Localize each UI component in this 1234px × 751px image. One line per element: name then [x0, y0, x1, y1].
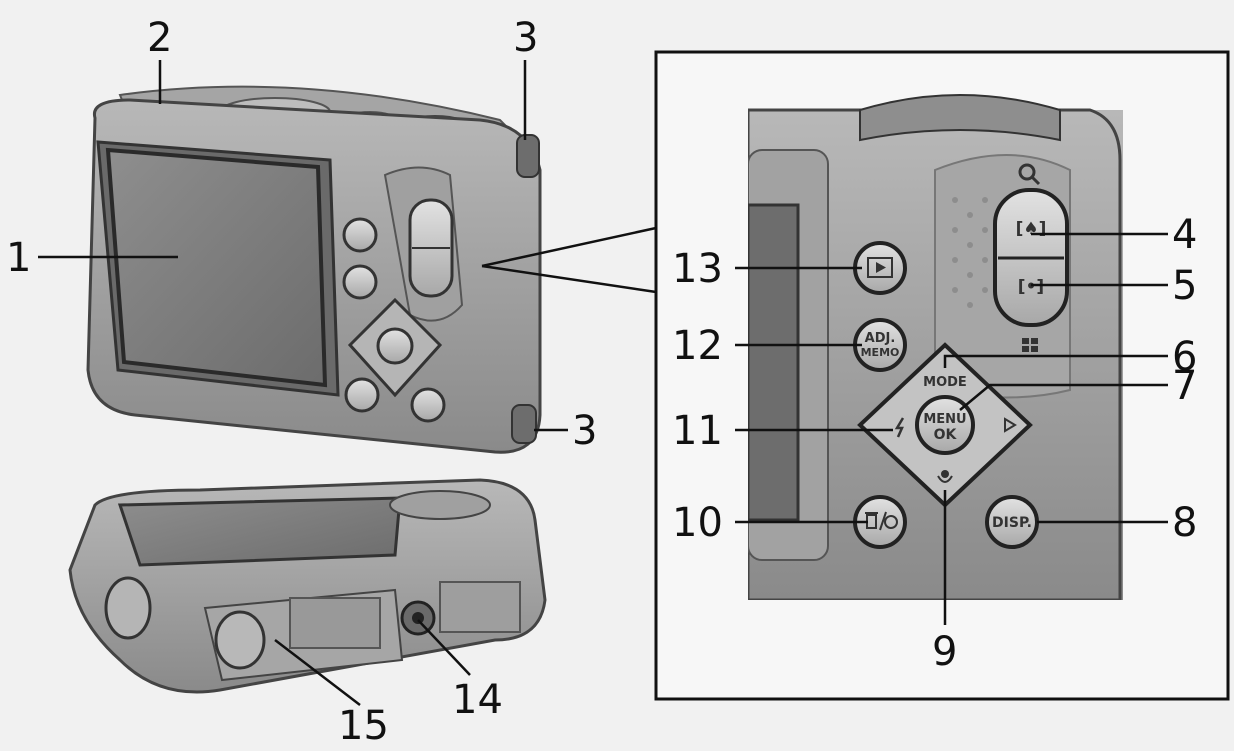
- menu-ok-button: [915, 395, 975, 455]
- zoom-connector: [481, 226, 657, 294]
- magnifier-icon: [1018, 163, 1041, 186]
- leader-7: [959, 383, 1168, 411]
- leader-15: [274, 639, 361, 706]
- strap-eyelet-bottom: [511, 404, 537, 444]
- ok-label: OK: [934, 427, 958, 443]
- callout-3-top: 3: [513, 15, 539, 61]
- zoom-detail: [♠] [•] ADJ. MEMO MODE MENU: [654, 50, 1230, 701]
- callout-1: 1: [6, 235, 32, 281]
- mode-label: MODE: [923, 375, 967, 390]
- bottom-lcd: [117, 496, 402, 567]
- delete-button-small: [344, 377, 380, 413]
- lcd-monitor: [105, 147, 328, 388]
- macro-icon: [937, 470, 953, 483]
- zoom-in-label: [♠]: [1016, 219, 1047, 239]
- menu-label: MENU: [923, 412, 966, 427]
- flash-icon: [894, 417, 905, 438]
- lcd-edge-detail: [748, 203, 800, 522]
- callout-12: 12: [672, 323, 723, 369]
- adj-button-small: [342, 264, 378, 300]
- callout-8: 8: [1172, 500, 1198, 546]
- adj-label: ADJ.: [865, 331, 896, 346]
- menu-ok-small: [376, 327, 414, 365]
- disp-button-small: [410, 387, 446, 423]
- camera-bottom-view: [68, 478, 547, 694]
- callout-3-bottom: 3: [572, 408, 598, 454]
- right-arrow-icon: [1004, 417, 1017, 433]
- callout-11: 11: [672, 408, 723, 454]
- play-icon: [876, 262, 886, 273]
- leader-6: [943, 354, 1168, 368]
- zoom-out-label: [•]: [1018, 277, 1044, 297]
- leader-14: [417, 619, 471, 676]
- callout-7: 7: [1172, 363, 1198, 409]
- callout-6: 6: [1172, 334, 1198, 380]
- callout-9: 9: [932, 629, 958, 675]
- memo-label: MEMO: [861, 346, 900, 359]
- callout-14: 14: [452, 677, 503, 723]
- thumbnail-icon: [1022, 338, 1038, 352]
- callout-5: 5: [1172, 263, 1198, 309]
- side-dial: [104, 576, 152, 640]
- callout-2: 2: [147, 15, 173, 61]
- callout-4: 4: [1172, 212, 1198, 258]
- cover-lock: [214, 610, 266, 670]
- top-dial-detail: [859, 94, 1061, 142]
- callout-15: 15: [338, 703, 389, 749]
- callout-13: 13: [672, 246, 723, 292]
- leader-lines: [38, 60, 1168, 706]
- strap-eyelet-top: [516, 134, 540, 178]
- camera-rear-view: [86, 85, 542, 454]
- callout-10: 10: [672, 500, 723, 546]
- playback-button-small: [342, 217, 378, 253]
- disp-label: DISP.: [992, 515, 1032, 531]
